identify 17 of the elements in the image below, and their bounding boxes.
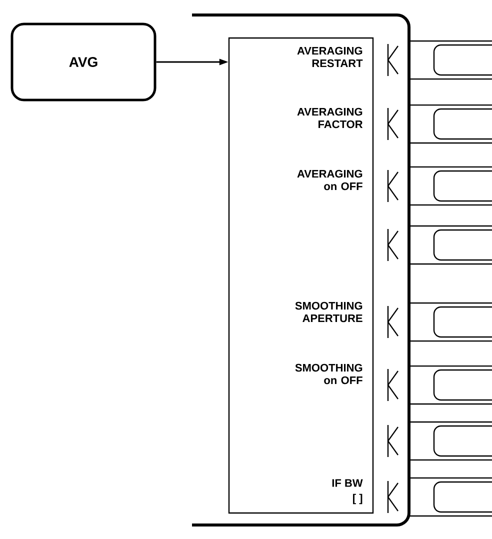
softkey-button	[433, 108, 492, 140]
softkey-button	[433, 425, 492, 457]
softkey-button	[433, 170, 492, 202]
softkey-button	[433, 44, 492, 76]
softkey-button	[433, 369, 492, 401]
softkey-label: AVERAGING RESTART	[297, 46, 363, 68]
softkey-label: [ ]	[353, 494, 362, 504]
softkey-label: SMOOTHING APERTURE	[295, 302, 362, 322]
softkey-button	[433, 306, 492, 338]
softkey-label: AVERAGING on OFF	[297, 170, 362, 190]
softkey-button	[433, 229, 492, 261]
softkey-label: IF BW	[332, 479, 363, 487]
softkey-label: AVERAGING FACTOR	[297, 108, 363, 128]
softkey-button	[433, 481, 492, 513]
function-key-box: AVG	[10, 22, 156, 102]
softkey-label: SMOOTHING on OFF	[295, 364, 362, 384]
menu-panel	[228, 37, 374, 514]
